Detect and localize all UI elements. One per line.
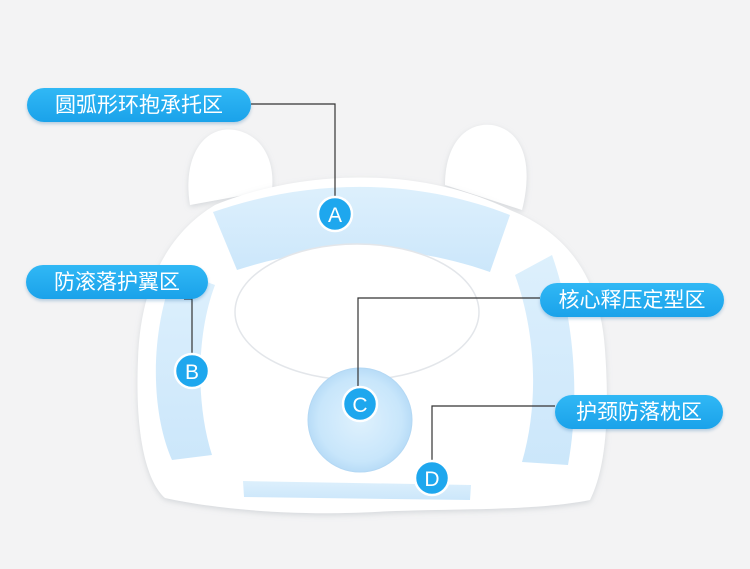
marker-b: B xyxy=(173,352,211,390)
left-ear xyxy=(188,129,273,205)
leader-lines xyxy=(184,103,555,460)
marker-d: D xyxy=(413,459,451,497)
center-oval xyxy=(234,243,480,381)
marker-d-label: D xyxy=(424,468,439,491)
marker-c-circle xyxy=(341,385,379,423)
right-ear xyxy=(445,124,527,210)
leader-line-c xyxy=(357,297,540,388)
leader-line-d xyxy=(431,405,555,460)
zone-a-arc xyxy=(213,186,510,272)
leader-line-a xyxy=(251,103,336,198)
marker-c: C xyxy=(341,385,379,423)
callout-a-label: 圆弧形环抱承托区 xyxy=(27,88,251,122)
marker-a: A xyxy=(316,195,354,233)
callout-c-label: 核心释压定型区 xyxy=(540,283,724,317)
leader-line-b xyxy=(184,298,193,355)
callout-d-label: 护颈防落枕区 xyxy=(555,395,723,429)
marker-d-circle xyxy=(413,459,451,497)
marker-a-label: A xyxy=(328,204,342,227)
marker-c-label: C xyxy=(352,394,367,417)
marker-b-label: B xyxy=(185,361,199,384)
pillow-ears xyxy=(188,124,527,210)
callout-b-label: 防滚落护翼区 xyxy=(26,265,208,299)
marker-b-circle xyxy=(173,352,211,390)
zone-d-bar xyxy=(243,481,471,500)
marker-a-circle xyxy=(316,195,354,233)
